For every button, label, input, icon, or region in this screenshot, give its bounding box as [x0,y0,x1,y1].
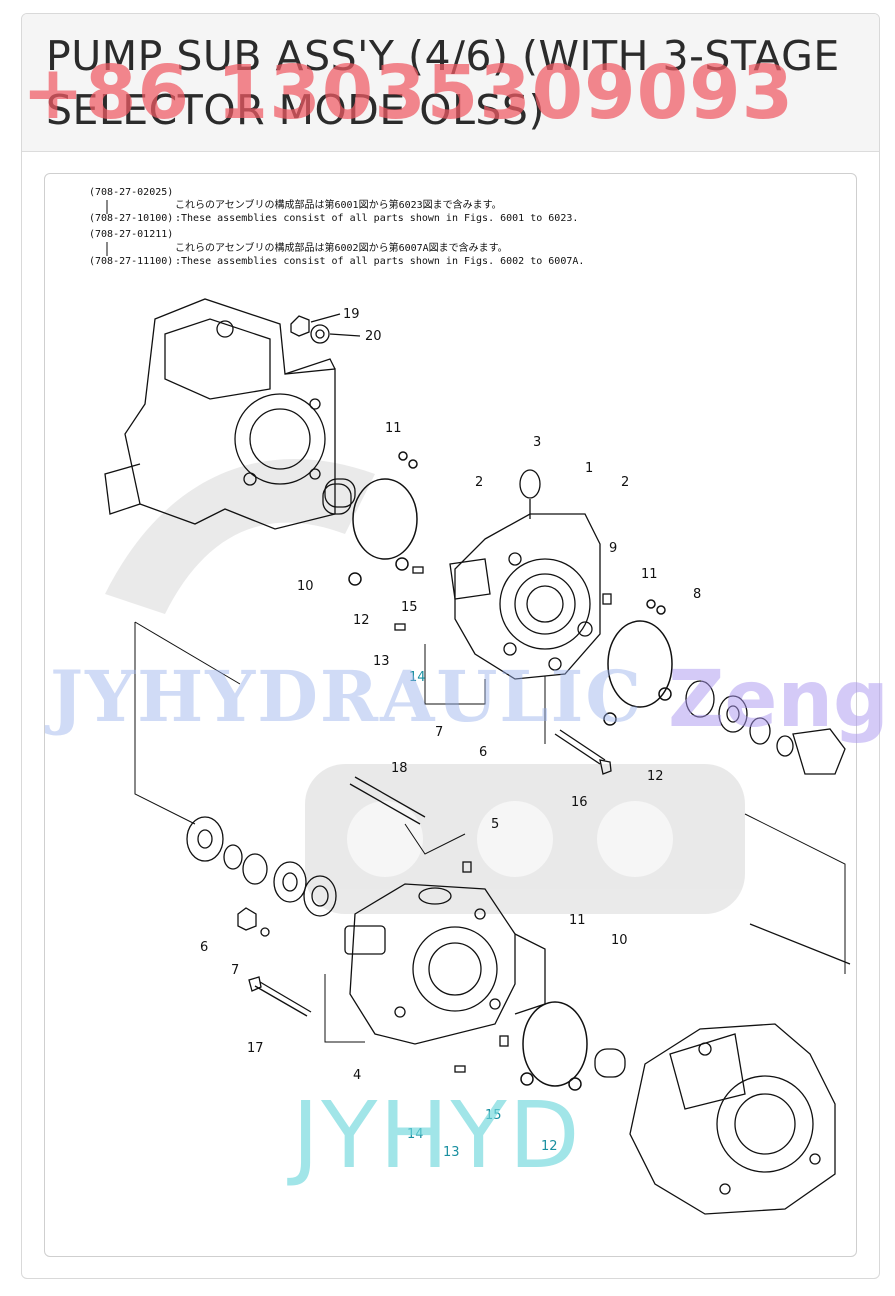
callout-20: 20 [365,329,382,344]
callout-12c: 12 [541,1139,558,1154]
zeng-watermark: Zeng [668,655,889,745]
spacer-and-dowels [324,478,626,1078]
jyhyd-watermark: JYHYD [292,1082,582,1189]
note-code-3: (708-27-01211) [89,229,173,240]
lower-right-housing [629,923,851,1215]
callout-19: 19 [343,307,360,322]
callout-14b: 14 [407,1127,424,1142]
callout-1: 1 [585,461,593,476]
assembly-notes: (708-27-02025) これらのアセンブリの構成部品は第6001図から第6… [89,187,584,267]
bearing-rings [186,816,337,937]
note-text-3: これらのアセンブリの構成部品は第6002図から第6007A図まで含みます。 [175,241,508,254]
callout-15: 15 [401,600,418,615]
callout-14: 14 [409,670,426,685]
callout-11: 11 [385,421,402,436]
callout-3: 3 [533,435,541,450]
callout-10b: 10 [611,933,628,948]
right-bearing-rings [685,680,846,775]
callout-numbers: 19 20 11 3 1 2 2 9 10 15 11 8 12 13 14 7… [200,307,701,1160]
exploded-view-drawing: (708-27-02025) これらのアセンブリの構成部品は第6001図から第6… [89,187,851,1215]
note-text-1: これらのアセンブリの構成部品は第6001図から第6023図まで含みます。 [175,198,502,211]
callout-7: 7 [435,725,443,740]
callout-12b: 12 [647,769,664,784]
lower-pump-body [344,861,546,1045]
background-logo [105,459,745,914]
jy-watermark: JYHYDRAULIC [50,655,644,738]
callout-2b: 2 [621,475,629,490]
callout-11c: 11 [569,913,586,928]
callout-6b: 6 [200,940,208,955]
card-header: PUMP SUB ASS'Y (4/6) (WITH 3-STAGE SELEC… [22,14,879,152]
callout-17: 17 [247,1041,264,1056]
callout-7b: 7 [231,963,239,978]
main-pump-body [449,469,601,680]
note-code-4: (708-27-11100) [89,256,173,267]
gasket-rings [348,451,673,1091]
note-text-2: :These assemblies consist of all parts s… [175,213,578,224]
callout-13b: 13 [443,1145,460,1160]
callout-11b: 11 [641,567,658,582]
callout-8: 8 [693,587,701,602]
leader-lines [134,621,846,1043]
callout-9: 9 [609,541,617,556]
callout-16: 16 [571,795,588,810]
phone-watermark: +86 13035309093 [22,50,795,136]
upper-left-housing [104,298,352,530]
callout-10: 10 [297,579,314,594]
callout-6: 6 [479,745,487,760]
bolts [248,729,612,1017]
note-code-2: (708-27-10100) [89,213,173,224]
page-title: PUMP SUB ASS'Y (4/6) (WITH 3-STAGE SELEC… [46,32,840,134]
note-code-1: (708-27-02025) [89,187,173,198]
callout-5: 5 [491,817,499,832]
callout-2a: 2 [475,475,483,490]
callout-18: 18 [391,761,408,776]
callout-13: 13 [373,654,390,669]
nut-and-washer [290,313,361,344]
callout-12: 12 [353,613,370,628]
callout-15b: 15 [485,1108,502,1123]
parts-diagram: (708-27-02025) これらのアセンブリの構成部品は第6001図から第6… [44,173,857,1257]
note-text-4: :These assemblies consist of all parts s… [175,256,584,267]
callout-4: 4 [353,1068,361,1083]
